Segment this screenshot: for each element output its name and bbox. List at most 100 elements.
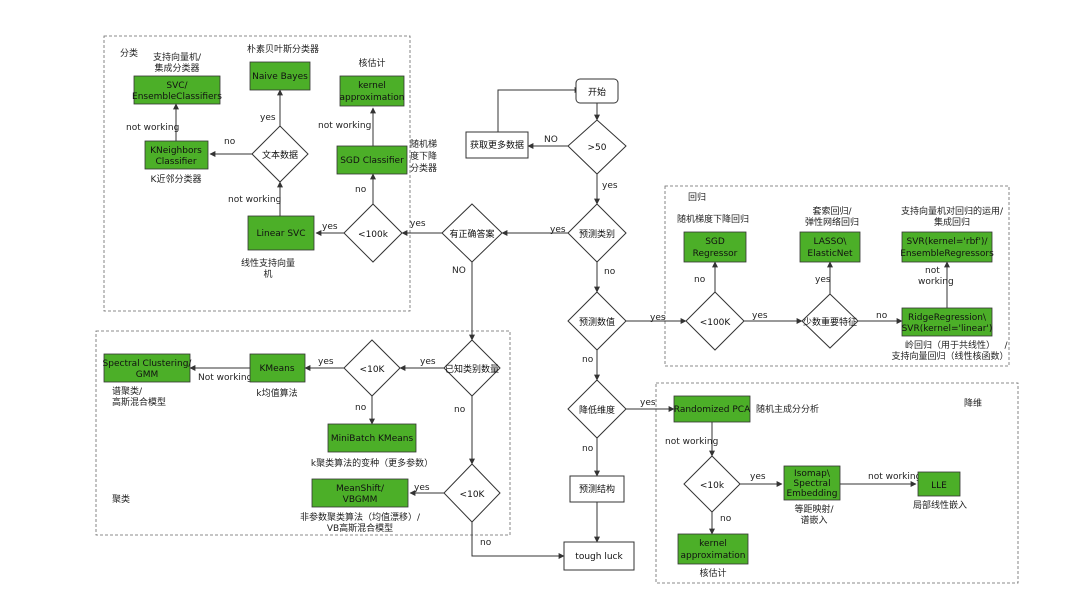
label-yes-predictcat: yes [550,225,566,235]
note-spectral: 高斯混合模型 [112,396,166,408]
note-kernel-est-cls: 核估计 [358,57,385,69]
label-no-labels: NO [452,266,466,276]
node-sgd-classifier: SGD Classifier [336,145,408,175]
svg-text:VBGMM: VBGMM [343,495,378,505]
note-ridge: 支持向量回归（线性核函数） [891,350,1008,362]
note-naive-bayes: 朴素贝叶斯分类器 [247,43,319,55]
svg-text:SVR(kernel='linear'): SVR(kernel='linear') [902,324,993,334]
node-gt50: >50 [567,119,627,175]
annotations: 支持向量机/ 集成分类器 朴素贝叶斯分类器 核估计 K近邻分类器 随机梯 度下降… [112,43,1009,579]
label-no-text: no [224,137,236,147]
group-dim-reduction [655,382,1019,584]
label-notworking-sgd: not working [318,121,371,131]
svg-text:Randomized PCA: Randomized PCA [674,405,751,415]
node-lt10k-b: <10K [443,463,501,523]
svg-text:LASSO\: LASSO\ [814,237,848,247]
note-kneighbors: K近邻分类器 [151,173,202,185]
svg-text:SVC/: SVC/ [166,81,188,91]
node-lt100k-cls: <100k [343,203,403,263]
label-no-reducedim: no [582,444,594,454]
label-no-known: no [454,405,466,415]
svg-text:ElasticNet: ElasticNet [807,249,853,259]
edge-getdata-start [497,87,581,132]
svg-text:SVR(kernel='rbf')/: SVR(kernel='rbf')/ [907,237,989,247]
svg-text:approximation: approximation [680,551,745,561]
node-svr-rbf: SVR(kernel='rbf')/ EnsembleRegressors [900,231,994,263]
svg-text:>50: >50 [588,143,607,153]
note-svr: 支持向量机对回归的运用/ [901,205,1004,217]
note-ridge: 岭回归（用于共线性） [905,339,995,351]
node-has-labels: 有正确答案 [441,203,503,263]
note-ridge-slash: / [1004,341,1008,351]
svg-text:EnsembleClassifiers: EnsembleClassifiers [132,92,222,102]
svg-text:Naive Bayes: Naive Bayes [252,72,308,82]
note-isomap: 谱嵌入 [800,514,827,526]
label-yes-features: yes [815,275,831,285]
node-randomized-pca: Randomized PCA [673,395,751,423]
svg-text:KNeighbors: KNeighbors [150,146,202,156]
svg-text:预测数值: 预测数值 [579,316,615,328]
node-isomap: Isomap\ Spectral Embedding [783,465,841,501]
svg-text:EnsembleRegressors: EnsembleRegressors [900,249,994,259]
svg-text:获取更多数据: 获取更多数据 [470,139,524,151]
label-notworking-ridge-1: not [925,266,940,276]
node-tough-luck: tough luck [563,541,635,571]
label-yes-gt50: yes [602,181,618,191]
svg-text:<10k: <10k [700,481,725,491]
node-lasso: LASSO\ ElasticNet [799,231,861,263]
label-yes-lt10kc: yes [750,472,766,482]
node-sgd-regressor: SGD Regressor [683,231,747,263]
edge-labels: NO yes yes yes NO yes no not working not… [126,113,954,548]
node-text-data: 文本数据 [251,125,309,183]
svg-text:LLE: LLE [931,481,947,491]
note-kmeans: k均值算法 [256,387,297,399]
svg-text:SGD Classifier: SGD Classifier [340,156,404,166]
group-dim-reduction-label: 降维 [964,397,982,409]
note-meanshift: 非参数聚类算法（均值漂移）/ [300,511,421,523]
node-predict-structure: 预测结构 [569,475,625,503]
note-lasso: 套索回归/ [812,205,852,217]
label-no-features: no [876,311,888,321]
node-reduce-dim: 降低维度 [567,379,627,439]
note-isomap: 等距映射/ [794,503,834,515]
label-no-predictcat: no [604,267,616,277]
node-known-clusters: 已知类别数量 [443,339,501,397]
svg-text:kernel: kernel [699,539,727,549]
node-lt10k-a: <10K [343,339,401,397]
svg-text:Classifier: Classifier [155,157,196,167]
svg-text:approximation: approximation [339,93,404,103]
group-classification-label: 分类 [120,47,138,59]
label-yes-lt100kreg: yes [752,311,768,321]
node-predict-category: 预测类别 [567,203,627,263]
note-pca: 随机主成分分析 [756,403,819,415]
node-start: 开始 [575,78,619,104]
edges [173,87,950,559]
group-regression-label: 回归 [688,191,706,203]
label-notworking-kn: not working [126,123,179,133]
note-sgd-reg: 随机梯度下降回归 [677,213,749,225]
note-sgd-cls: 度下降 [410,150,437,162]
svg-text:预测类别: 预测类别 [579,228,615,240]
node-kmeans: KMeans [249,353,306,383]
label-yes-reducedim: yes [640,398,656,408]
node-spectral-gmm: Spectral Clustering/ GMM [103,353,192,383]
note-spectral: 谱聚类/ [112,385,143,397]
svg-text:Regressor: Regressor [693,249,738,259]
label-no-lt10kc: no [720,514,732,524]
svg-text:文本数据: 文本数据 [262,149,298,161]
note-sgd-cls: 随机梯 [410,138,437,150]
svg-text:<100K: <100K [700,318,732,328]
label-notworking-kmeans: Not working [198,373,252,383]
note-kernel-est-dim: 核估计 [699,567,726,579]
label-notworking-ridge-2: working [918,277,954,287]
label-notworking-pca: not working [665,437,718,447]
node-kernel-approx-cls: kernel approximation [339,75,405,107]
note-svr: 集成回归 [934,216,970,228]
svg-text:已知类别数量: 已知类别数量 [445,363,499,375]
label-yes-lt100k: yes [322,222,338,232]
svg-text:RidgeRegression\: RidgeRegression\ [908,313,987,323]
note-svc: 集成分类器 [154,62,199,74]
node-lle: LLE [917,471,961,497]
svg-text:Spectral: Spectral [793,479,830,489]
